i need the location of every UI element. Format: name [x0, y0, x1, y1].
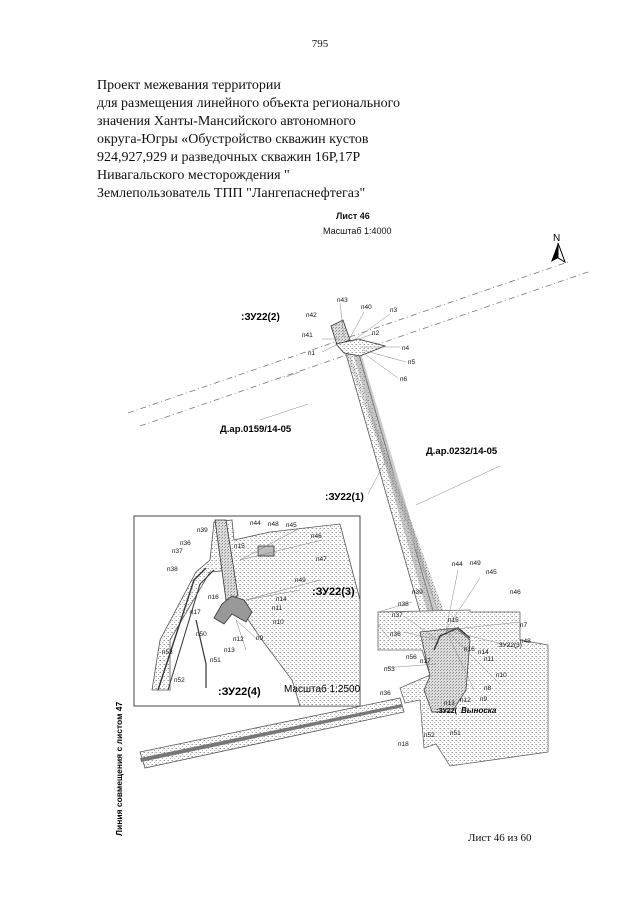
point-label: п49 [295, 577, 306, 584]
title-line: для размещения линейного объекта региона… [97, 96, 401, 111]
point-label: п42 [306, 312, 317, 319]
site-polygon [377, 609, 549, 767]
point-label: п56 [406, 654, 417, 661]
parcel-zu22-2 [330, 319, 387, 357]
point-label: п37 [392, 612, 403, 619]
corridor-southwest [139, 697, 405, 769]
north-label: N [553, 233, 560, 244]
point-label: п8 [484, 685, 492, 692]
point-label: п37 [172, 548, 183, 555]
point-label: п4 [402, 345, 410, 352]
point-label: п17 [190, 609, 201, 616]
page-number: 795 [311, 38, 329, 50]
sheet-alignment-label: Линия совмещения с листом 47 [114, 702, 124, 836]
point-label: п17 [420, 658, 431, 665]
inset-box: п39 п44 п48 п45 п46 п37 п36 п15 п47 п38 … [133, 515, 361, 707]
point-label: п16 [208, 594, 219, 601]
point-label: п13 [444, 700, 455, 707]
point-label: п48 [520, 638, 531, 645]
point-label: п14 [276, 596, 287, 603]
point-label: п40 [361, 304, 372, 311]
callout-label: Выноска [461, 706, 497, 715]
title-line: Землепользователь ТПП "Лангепаснефтегаз" [97, 186, 366, 201]
point-label: п52 [424, 732, 435, 739]
inset-scale: Масштаб 1:2500 [284, 683, 361, 695]
point-label: п15 [448, 617, 459, 624]
point-label: п47 [316, 556, 327, 563]
point-label: п44 [452, 561, 463, 568]
point-label: п5 [408, 359, 416, 366]
point-label: п45 [286, 522, 297, 529]
point-label: п9 [256, 635, 264, 642]
point-label: п15 [234, 543, 245, 550]
point-label: п46 [311, 533, 322, 540]
point-label: п12 [233, 636, 244, 643]
page-footer: Лист 46 из 60 [468, 832, 532, 844]
point-label: п38 [167, 566, 178, 573]
point-label: п36 [390, 631, 401, 638]
point-label: п14 [478, 649, 489, 656]
point-label: п9 [480, 696, 488, 703]
point-label: п18 [398, 741, 409, 748]
north-arrow-icon: N [551, 233, 566, 264]
point-label: п39 [197, 527, 208, 534]
point-label: п16 [464, 646, 475, 653]
point-label: п6 [400, 376, 408, 383]
title-line: 924,927,929 и разведочных скважин 16Р,17… [97, 150, 361, 165]
point-label: п50 [196, 631, 207, 638]
parcel-label-zu22-4: :ЗУ22(4) [218, 686, 261, 698]
point-label: п44 [250, 520, 261, 527]
point-label: п38 [398, 601, 409, 608]
point-label: п46 [510, 589, 521, 596]
point-label: п11 [272, 605, 283, 612]
lease-label-0159: Д.ар.0159/14-05 [220, 424, 292, 435]
point-label: п12 [460, 697, 471, 704]
point-label: п11 [484, 656, 495, 663]
point-label: п3 [390, 307, 398, 314]
title-line: Проект межевания территории [97, 78, 281, 93]
sheet-scale: Масштаб 1:4000 [323, 226, 392, 236]
parcel-label-zu22-3-small: :ЗУ22(3) [497, 642, 522, 649]
point-label: п53 [162, 649, 173, 656]
corridor-zu22-1 [343, 343, 447, 648]
title-line: значения Ханты-Мансийского автономного [97, 114, 356, 129]
point-label: п1 [308, 350, 316, 357]
point-label: п13 [224, 647, 235, 654]
parcel-label-zu22-4-small: :ЗУ22( [436, 708, 458, 715]
point-label: п10 [273, 619, 284, 626]
point-label: п7 [520, 622, 528, 629]
title-line: округа-Югры «Обустройство скважин кустов [97, 132, 369, 147]
point-label: п48 [268, 521, 279, 528]
point-label: п36 [380, 690, 391, 697]
point-label: п10 [496, 672, 507, 679]
sheet-title: Лист 46 [336, 211, 370, 221]
title-line: Нивагальского месторождения " [97, 168, 290, 183]
point-label: п36 [180, 540, 191, 547]
lease-label-0232: Д.ар.0232/14-05 [426, 446, 498, 457]
point-label: п43 [337, 297, 348, 304]
point-label: п2 [372, 330, 380, 337]
point-label: п39 [412, 589, 423, 596]
point-label: п51 [210, 657, 221, 664]
point-label: п52 [174, 677, 185, 684]
leader-lines [259, 302, 521, 691]
document-title: Проект межевания территории для размещен… [97, 77, 437, 203]
point-label: п53 [384, 666, 395, 673]
parcel-label-zu22-1: :ЗУ22(1) [325, 492, 364, 503]
point-label: п51 [450, 730, 461, 737]
parcel-label-zu22-3: :ЗУ22(3) [312, 586, 355, 598]
point-label: п41 [302, 332, 313, 339]
parcel-label-zu22-2: :ЗУ22(2) [241, 312, 280, 323]
point-label: п45 [486, 569, 497, 576]
point-label: п49 [470, 560, 481, 567]
